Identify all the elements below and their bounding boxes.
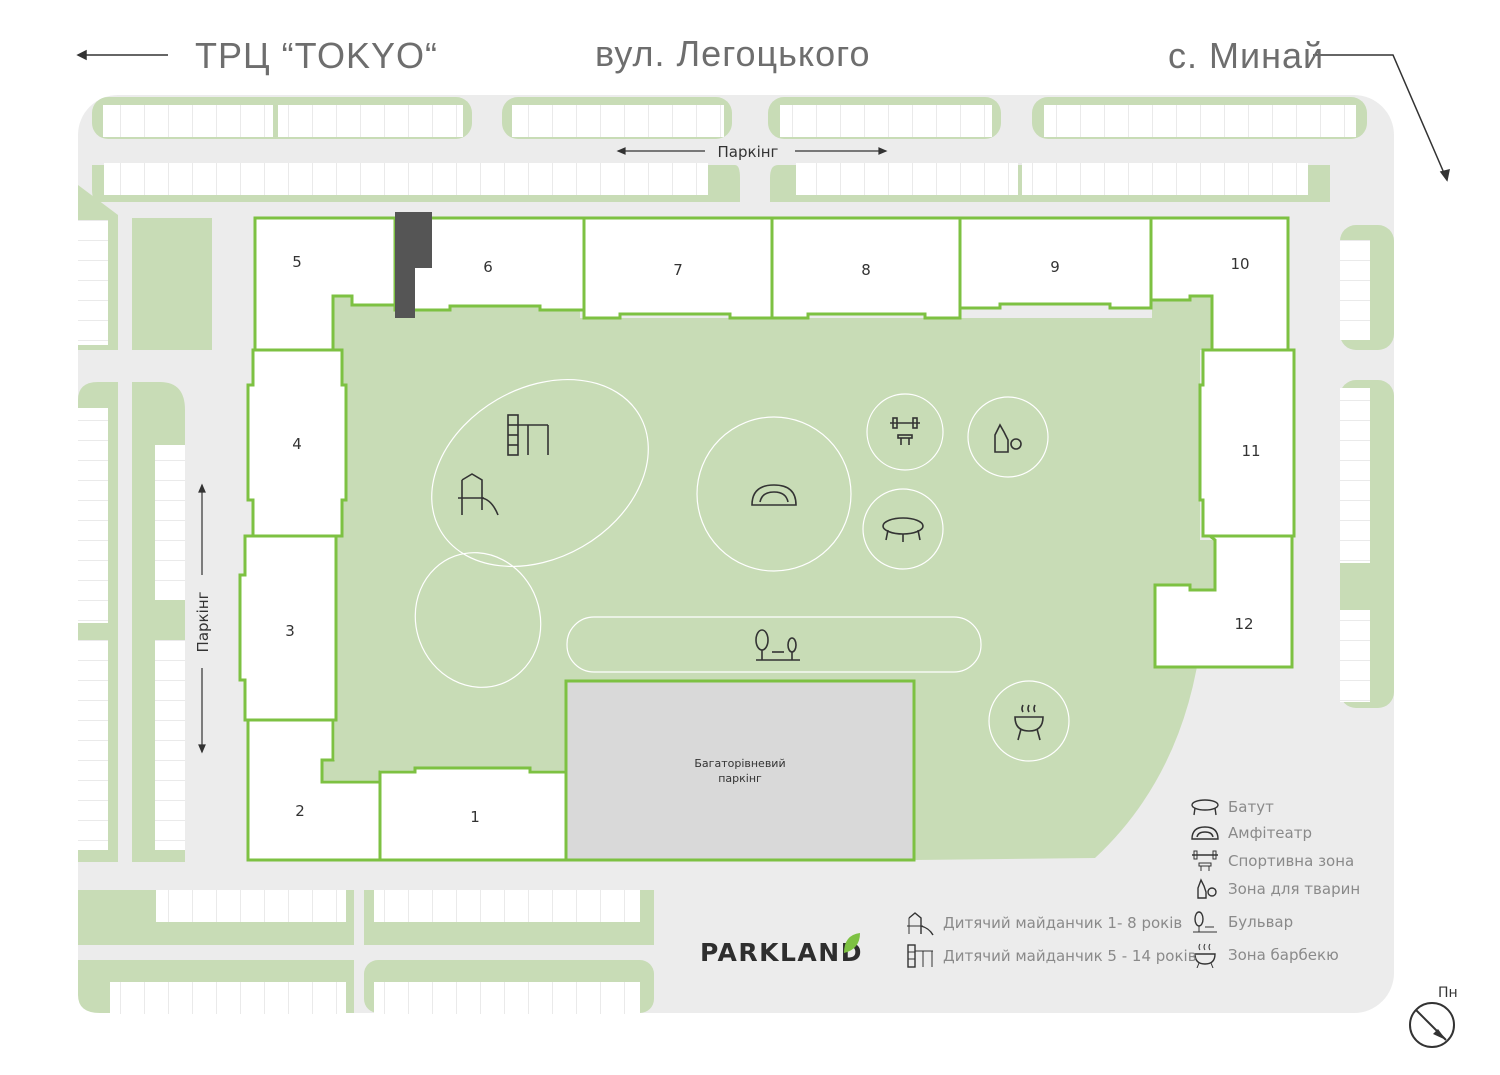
- street-label-tokyo: ТРЦ “TOKYO“: [195, 35, 438, 76]
- playground-small-icon: [907, 912, 934, 936]
- building-11: [1198, 348, 1296, 538]
- compass-arrow-icon: [1433, 1029, 1446, 1040]
- bbq-icon: [1194, 943, 1216, 968]
- compass: [1409, 1002, 1455, 1048]
- building-10: [1149, 216, 1290, 352]
- zone-outlines: [414, 378, 1070, 762]
- pets-icon: [994, 423, 1022, 453]
- legend-boulevard: Бульвар: [1190, 910, 1293, 934]
- multilevel-parking: [564, 679, 916, 862]
- legend-playground-big: Дитячий майданчик 5 - 14 років: [905, 943, 1197, 969]
- playground-big-icon: [907, 944, 933, 968]
- building-number-8: 8: [861, 261, 871, 279]
- legend-pets: Зона для тварин: [1190, 878, 1360, 900]
- sports-icon: [890, 417, 920, 445]
- bottom-parking-rows: [78, 890, 654, 1014]
- amphitheater-icon: [1191, 826, 1219, 840]
- legend-playground-big-label: Дитячий майданчик 5 - 14 років: [943, 947, 1197, 965]
- street-arrows: [76, 49, 1450, 182]
- legend-bbq: Зона барбекю: [1190, 942, 1339, 968]
- courtyard-park: [322, 296, 1215, 860]
- top-parking-arrow: [616, 147, 888, 155]
- legend-amphitheater: Амфітеатр: [1190, 823, 1312, 843]
- legend-amphitheater-label: Амфітеатр: [1228, 824, 1312, 842]
- multilevel-label-2: паркінг: [718, 772, 762, 785]
- building-number-11: 11: [1241, 442, 1260, 460]
- building-number-12: 12: [1234, 615, 1253, 633]
- legend-bbq-label: Зона барбекю: [1228, 946, 1339, 964]
- playground-small-icon: [458, 473, 499, 516]
- left-parking-arrow: [198, 483, 206, 754]
- street-label-legotskoho: вул. Легоцького: [595, 33, 871, 74]
- legend-trampoline-label: Батут: [1228, 798, 1274, 816]
- building-number-3: 3: [285, 622, 295, 640]
- building-3: [238, 534, 338, 722]
- sports-icon: [1192, 850, 1218, 871]
- bbq-icon: [1014, 704, 1044, 741]
- legend-playground-small: Дитячий майданчик 1- 8 років: [905, 910, 1182, 936]
- building-number-1: 1: [470, 808, 480, 826]
- legend-boulevard-label: Бульвар: [1228, 913, 1294, 931]
- boulevard-icon: [1193, 911, 1217, 933]
- building-number-4: 4: [292, 435, 302, 453]
- compass-label: Пн: [1438, 985, 1458, 1001]
- multilevel-label-1: Багаторівневий: [694, 757, 785, 770]
- legend-pets-label: Зона для тварин: [1228, 880, 1361, 898]
- boulevard-icon: [755, 629, 800, 661]
- playground-big-icon: [507, 414, 549, 456]
- building-number-2: 2: [295, 802, 305, 820]
- building-number-9: 9: [1050, 258, 1060, 276]
- legend-sports: Спортивна зона: [1190, 850, 1354, 872]
- legend-trampoline: Батут: [1190, 797, 1274, 817]
- legend-sports-label: Спортивна зона: [1228, 852, 1355, 870]
- building-number-5: 5: [292, 253, 302, 271]
- building-number-6: 6: [483, 258, 493, 276]
- building-4: [246, 348, 348, 538]
- map-icons: [458, 414, 1044, 741]
- top-parking-row: [92, 97, 1367, 202]
- street-label-mynai: с. Минай: [1168, 35, 1325, 76]
- trampoline-icon: [882, 517, 924, 542]
- building-1: [378, 766, 568, 862]
- buildings: [238, 216, 1296, 862]
- building-number-7: 7: [673, 261, 683, 279]
- building-2: [246, 718, 382, 862]
- pets-icon: [1197, 878, 1217, 899]
- trampoline-icon: [1191, 799, 1219, 816]
- parkland-logo: PARKLAND: [700, 933, 863, 967]
- building-numbers: 1 2 3 4 5 6 7 8 9 10 11 12: [285, 253, 1260, 826]
- right-parking-rows: [1340, 225, 1394, 708]
- legend-playground-small-label: Дитячий майданчик 1- 8 років: [943, 914, 1183, 932]
- left-parking-rows: [78, 185, 212, 862]
- building-12: [1153, 534, 1294, 669]
- building-number-10: 10: [1230, 255, 1249, 273]
- leaf-icon: [844, 933, 860, 953]
- dark-building: [395, 212, 432, 318]
- amphitheater-icon: [751, 484, 797, 506]
- left-parking-label: Паркінг: [194, 591, 212, 652]
- top-parking-label: Паркінг: [718, 143, 779, 161]
- logo-text: PARKLAND: [700, 938, 863, 967]
